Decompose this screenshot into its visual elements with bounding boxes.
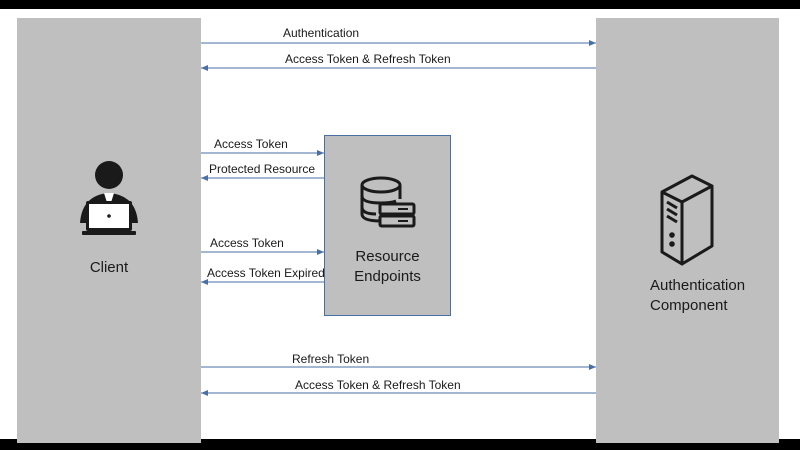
arrow-label-tokens-returned: Access Token & Refresh Token [285,52,451,66]
arrow-label-refresh-token: Refresh Token [292,352,370,366]
authentication-component-panel [596,18,779,443]
server-tower-icon [660,174,714,266]
database-server-icon [360,176,416,228]
resource-endpoints-label: Resource Endpoints [324,247,451,287]
arrow-label-access-token-request: Access Token [214,137,288,151]
auth-label-line-2: Component [650,297,728,314]
auth-label-line-1: Authentication [650,277,746,294]
client-label: Client [89,259,129,276]
resource-endpoints-box [324,135,451,316]
arrow-label-access-token-expired: Access Token Expired [207,266,325,280]
diagram-canvas: Client Resource Endpoints Authentication… [0,9,800,443]
user-laptop-icon [80,161,138,235]
arrow-label-tokens-refreshed: Access Token & Refresh Token [295,378,461,392]
arrows-layer [201,40,596,396]
arrow-label-authentication: Authentication [283,26,360,40]
authentication-component-label: Authentication Component [650,276,745,316]
resource-label-line-2: Endpoints [354,268,421,285]
arrow-label-access-token-retry: Access Token [210,236,284,250]
resource-label-line-1: Resource [355,248,420,265]
arrow-label-protected-resource: Protected Resource [209,162,316,176]
